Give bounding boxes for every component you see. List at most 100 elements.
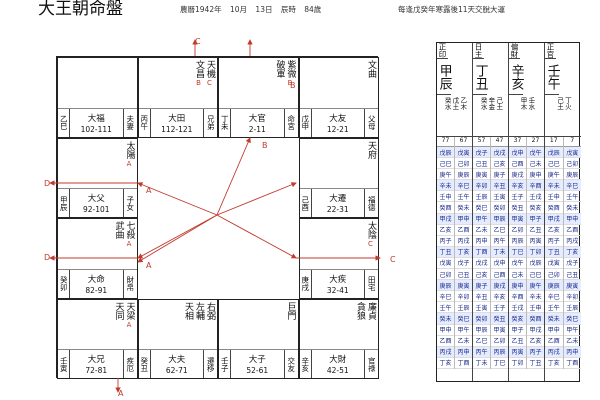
flow-year-cell[interactable]: 壬辰 <box>455 302 472 314</box>
flow-year-cell[interactable]: 甲午 <box>455 325 472 336</box>
flow-year-cell[interactable]: 辛巳 <box>455 180 472 192</box>
flow-year-cell[interactable]: 壬子 <box>491 302 508 314</box>
flow-year-cell[interactable]: 己未 <box>527 158 544 170</box>
flow-year-cell[interactable]: 壬午 <box>455 191 472 203</box>
flow-year-cell[interactable]: 庚辰 <box>437 280 454 292</box>
flow-year-cell[interactable]: 壬辰 <box>473 191 490 203</box>
flow-year-cell[interactable]: 庚辰 <box>455 169 472 181</box>
flow-year-cell[interactable]: 辛亥 <box>509 180 526 192</box>
flow-year-cell[interactable]: 丁巳 <box>509 246 526 258</box>
flow-year-cell[interactable]: 癸卯 <box>473 313 490 325</box>
flow-year-cell[interactable]: 丙申 <box>473 236 490 247</box>
flow-year-cell[interactable]: 己巳 <box>527 269 544 281</box>
flow-year-cell[interactable]: 癸巳 <box>473 202 490 214</box>
flow-year-cell[interactable]: 甲寅 <box>491 325 508 336</box>
flow-year-cell[interactable]: 乙卯 <box>491 336 508 347</box>
flow-year-cell[interactable]: 辛未 <box>545 180 563 192</box>
flow-year-cell[interactable]: 癸酉 <box>437 202 454 214</box>
flow-year-cell[interactable]: 乙酉 <box>563 225 581 236</box>
flow-year-cell[interactable]: 辛亥 <box>491 291 508 303</box>
flow-year-cell[interactable]: 丙子 <box>545 236 563 247</box>
flow-year-cell[interactable]: 辛丑 <box>491 180 508 192</box>
flow-year-cell[interactable]: 癸未 <box>545 313 563 325</box>
flow-year-cell[interactable]: 庚子 <box>491 169 508 181</box>
flow-year-cell[interactable]: 丙午 <box>491 236 508 247</box>
flow-year-cell[interactable]: 丁亥 <box>455 246 472 258</box>
flow-year-cell[interactable]: 丁丑 <box>545 246 563 258</box>
flow-year-cell[interactable]: 己巳 <box>545 158 563 170</box>
flow-year-cell[interactable]: 癸巳 <box>563 313 581 325</box>
flow-year-cell[interactable]: 甲申 <box>563 213 581 225</box>
flow-year-cell[interactable]: 丙戌 <box>563 236 581 247</box>
flow-year-cell[interactable]: 庚午 <box>527 280 544 292</box>
flow-year-cell[interactable]: 戊午 <box>509 258 526 270</box>
flow-year-cell[interactable]: 丁卯 <box>509 358 526 369</box>
flow-year-cell[interactable]: 己丑 <box>455 269 472 281</box>
flow-year-cell[interactable]: 丙寅 <box>527 236 544 247</box>
flow-year-cell[interactable]: 庚子 <box>473 280 490 292</box>
flow-year-cell[interactable]: 丁卯 <box>527 246 544 258</box>
flow-year-cell[interactable]: 辛酉 <box>527 180 544 192</box>
flow-year-cell[interactable]: 壬寅 <box>491 191 508 203</box>
flow-year-cell[interactable]: 乙亥 <box>545 225 563 236</box>
flow-year-cell[interactable]: 癸丑 <box>491 313 508 325</box>
flow-year-cell[interactable]: 辛卯 <box>563 291 581 303</box>
flow-year-cell[interactable]: 戊戌 <box>473 258 490 270</box>
flow-year-cell[interactable]: 己酉 <box>509 158 526 170</box>
flow-year-cell[interactable]: 甲子 <box>509 325 526 336</box>
flow-year-cell[interactable]: 甲午 <box>563 325 581 336</box>
flow-year-cell[interactable]: 戊子 <box>473 147 490 159</box>
flow-year-cell[interactable]: 癸亥 <box>509 313 526 325</box>
flow-year-cell[interactable]: 丁亥 <box>563 246 581 258</box>
flow-year-cell[interactable]: 乙亥 <box>527 336 544 347</box>
flow-year-cell[interactable]: 辛巳 <box>437 291 454 303</box>
flow-year-cell[interactable]: 己卯 <box>545 269 563 281</box>
flow-year-cell[interactable]: 癸巳 <box>455 313 472 325</box>
flow-year-cell[interactable]: 辛卯 <box>473 180 490 192</box>
flow-year-cell[interactable]: 乙亥 <box>437 225 454 236</box>
flow-year-cell[interactable]: 乙酉 <box>545 336 563 347</box>
flow-year-cell[interactable]: 丙辰 <box>509 236 526 247</box>
flow-year-cell[interactable]: 壬申 <box>437 191 454 203</box>
flow-year-cell[interactable]: 壬申 <box>545 191 563 203</box>
flow-year-cell[interactable]: 丙辰 <box>491 346 508 358</box>
flow-year-cell[interactable]: 己亥 <box>473 269 490 281</box>
flow-year-cell[interactable]: 丁亥 <box>545 358 563 369</box>
flow-year-cell[interactable]: 丁酉 <box>563 358 581 369</box>
flow-year-cell[interactable]: 乙未 <box>455 336 472 347</box>
flow-year-cell[interactable]: 甲子 <box>527 213 544 225</box>
flow-year-cell[interactable]: 己卯 <box>437 269 454 281</box>
flow-year-cell[interactable]: 己丑 <box>563 269 581 281</box>
flow-year-cell[interactable]: 丙子 <box>437 236 454 247</box>
flow-year-cell[interactable]: 戊申 <box>491 258 508 270</box>
flow-year-cell[interactable]: 庚申 <box>509 280 526 292</box>
flow-year-cell[interactable]: 戊戌 <box>491 147 508 159</box>
flow-year-cell[interactable]: 己巳 <box>437 158 454 170</box>
flow-year-cell[interactable]: 壬午 <box>563 191 581 203</box>
flow-year-cell[interactable]: 戊午 <box>527 147 544 159</box>
flow-year-cell[interactable]: 丙寅 <box>509 346 526 358</box>
flow-year-cell[interactable]: 庚午 <box>545 169 563 181</box>
flow-year-cell[interactable]: 丁未 <box>473 358 490 369</box>
flow-year-cell[interactable]: 丙戌 <box>545 346 563 358</box>
flow-year-cell[interactable]: 壬申 <box>527 302 544 314</box>
flow-year-cell[interactable]: 己卯 <box>455 158 472 170</box>
flow-year-cell[interactable]: 甲申 <box>437 325 454 336</box>
flow-year-cell[interactable]: 庚寅 <box>473 169 490 181</box>
flow-year-cell[interactable]: 壬寅 <box>473 302 490 314</box>
flow-year-cell[interactable]: 壬戌 <box>509 302 526 314</box>
flow-year-cell[interactable]: 辛未 <box>527 291 544 303</box>
flow-year-cell[interactable]: 庚戌 <box>509 169 526 181</box>
flow-year-cell[interactable]: 丙申 <box>563 346 581 358</box>
flow-year-cell[interactable]: 乙卯 <box>509 225 526 236</box>
flow-year-cell[interactable]: 戊寅 <box>545 258 563 270</box>
